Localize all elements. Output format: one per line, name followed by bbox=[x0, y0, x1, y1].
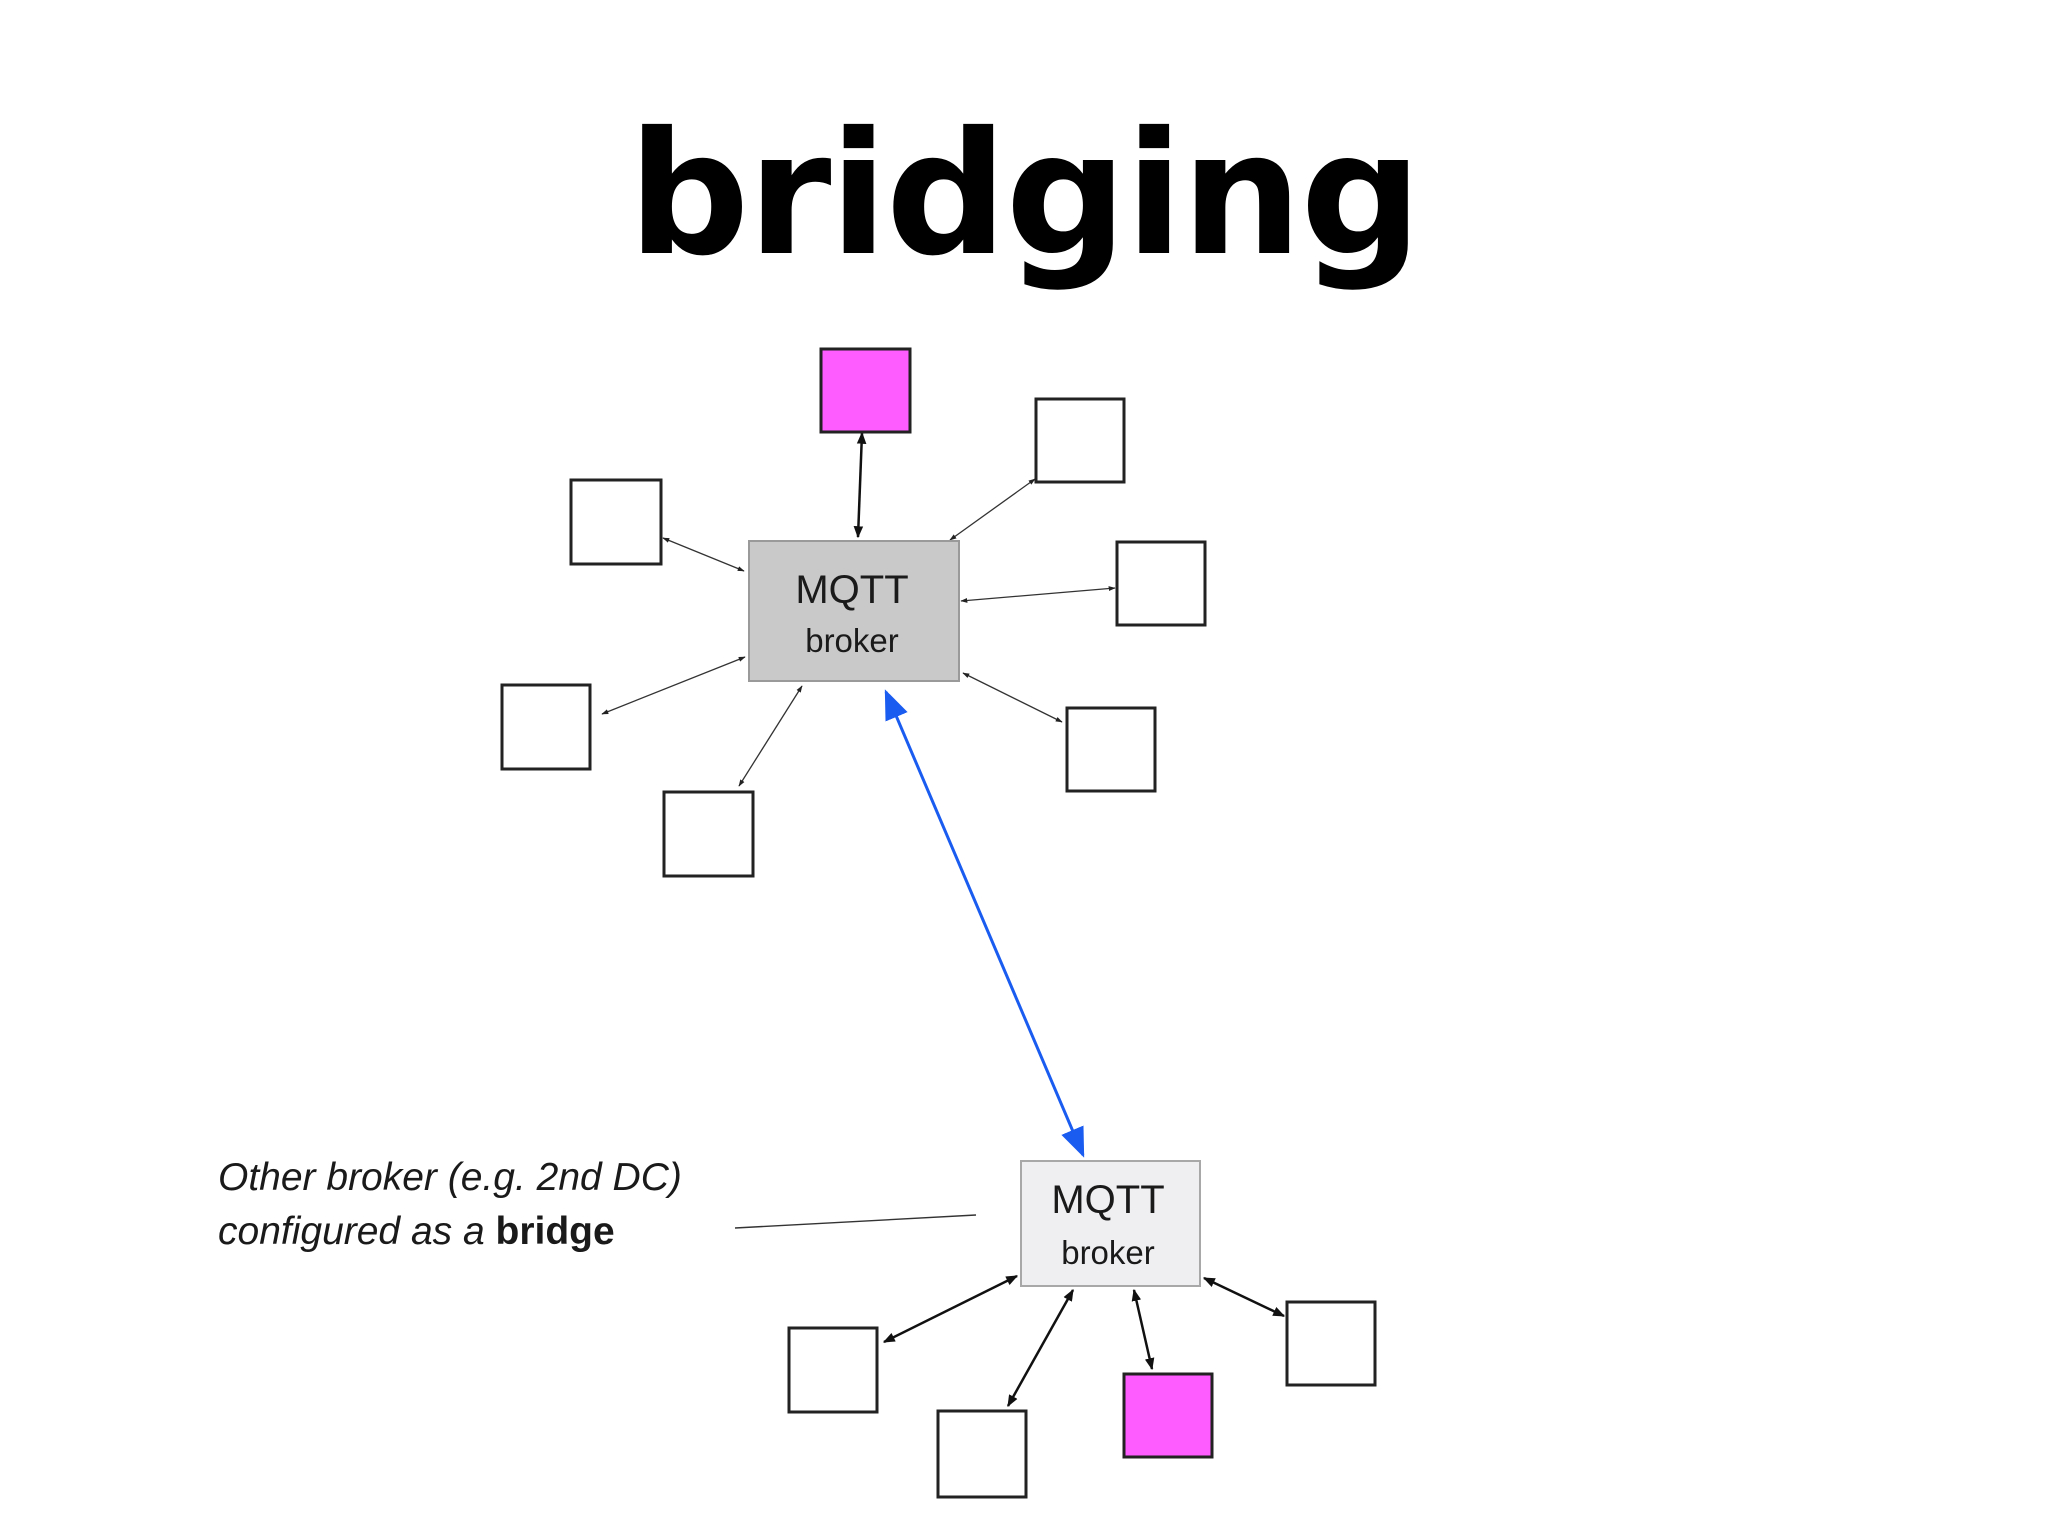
client-box bbox=[787, 1326, 879, 1414]
connector-bottom-client-right bbox=[1202, 1276, 1286, 1318]
connector-top-client-left bbox=[601, 656, 746, 715]
connector-bottom-client-magenta bbox=[1131, 1288, 1155, 1371]
broker-label-line1: MQTT bbox=[795, 568, 908, 612]
client-box bbox=[1285, 1300, 1377, 1387]
client-box bbox=[500, 683, 592, 771]
client-box bbox=[569, 478, 663, 566]
client-box bbox=[1065, 706, 1157, 793]
connector-top-client-upper-right bbox=[949, 478, 1036, 541]
connector-top-client-lower-left bbox=[738, 685, 803, 787]
client-box bbox=[936, 1409, 1028, 1499]
broker-label-line2: broker bbox=[805, 622, 899, 659]
client-box bbox=[662, 790, 755, 878]
broker-box bbox=[1020, 1160, 1201, 1287]
connector-top-client-lower-right bbox=[962, 672, 1063, 723]
broker-label-line2: broker bbox=[1061, 1234, 1155, 1271]
client-box-magenta bbox=[1122, 1372, 1214, 1459]
connector-top-client-upper-left bbox=[662, 537, 745, 572]
bridge-link-arrow bbox=[884, 689, 1085, 1158]
connector-top-client-magenta bbox=[853, 431, 867, 539]
primary-mqtt-broker: MQTT broker bbox=[748, 540, 960, 682]
connector-bottom-client-left bbox=[882, 1274, 1019, 1344]
bridge-caption: Other broker (e.g. 2nd DC) configured as… bbox=[218, 1156, 682, 1253]
client-box bbox=[1034, 397, 1126, 484]
caption-line1: Other broker (e.g. 2nd DC) bbox=[218, 1156, 682, 1199]
caption-line2: configured as a bridge bbox=[218, 1210, 615, 1253]
client-box bbox=[1115, 540, 1207, 627]
caption-leader-line bbox=[734, 1214, 977, 1229]
client-box-magenta bbox=[819, 347, 912, 434]
slide-title: bridging bbox=[627, 96, 1422, 294]
broker-box bbox=[748, 540, 960, 682]
caption-line2-prefix: configured as a bbox=[218, 1210, 496, 1253]
secondary-mqtt-broker: MQTT broker bbox=[1020, 1160, 1201, 1287]
caption-line2-bold: bridge bbox=[496, 1210, 615, 1253]
connector-top-client-right bbox=[960, 586, 1116, 603]
connector-bottom-client-lower-left bbox=[1006, 1288, 1075, 1408]
broker-label-line1: MQTT bbox=[1051, 1178, 1164, 1222]
